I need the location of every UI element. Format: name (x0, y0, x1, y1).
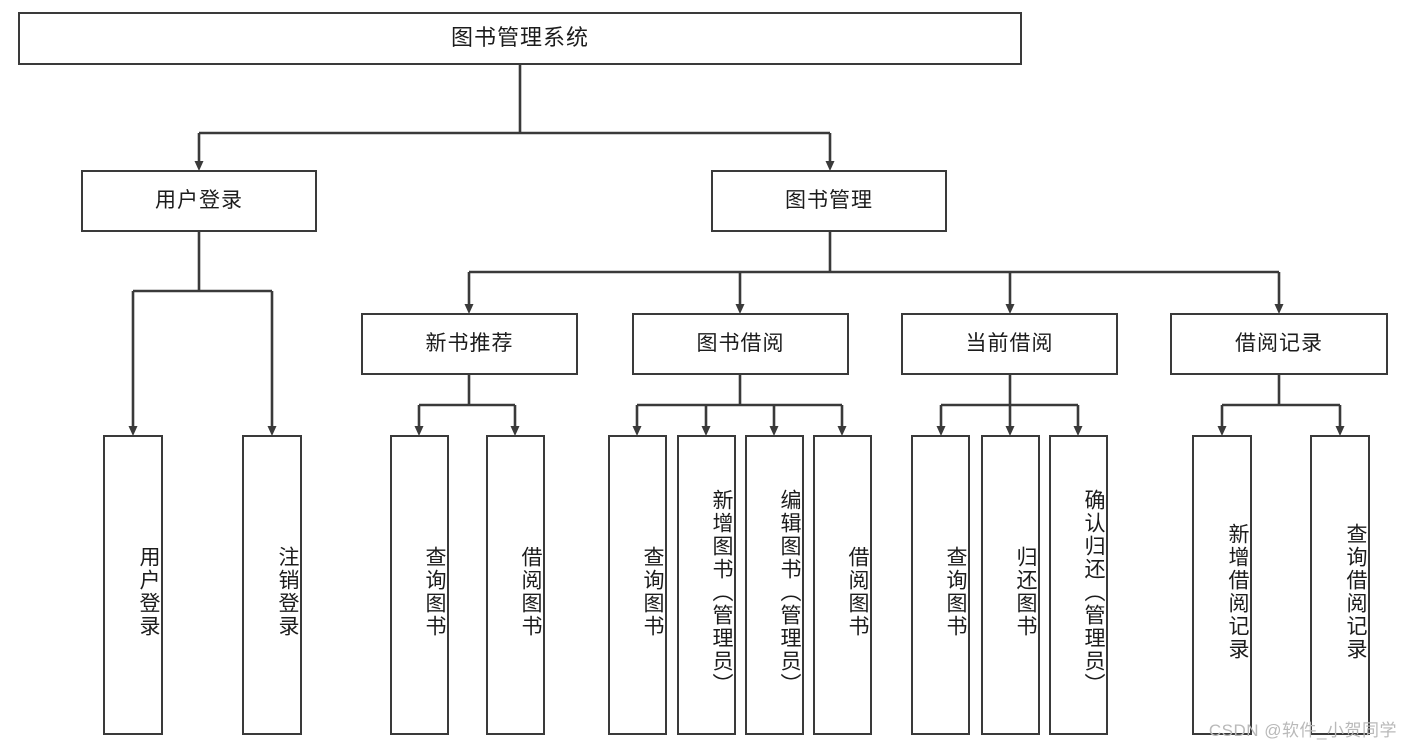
leaf-new-book-borrow[interactable]: 借阅图书 (486, 435, 545, 735)
node-current-borrow[interactable]: 当前借阅 (901, 313, 1118, 375)
leaf-label: 新增图书（管理员） (710, 488, 733, 696)
leaf-current-borrow-return[interactable]: 归还图书 (981, 435, 1040, 735)
leaf-user-login-logout[interactable]: 注销登录 (242, 435, 302, 735)
leaf-label: 用户登录 (137, 546, 160, 638)
node-book-borrow[interactable]: 图书借阅 (632, 313, 849, 375)
leaf-label: 编辑图书（管理员） (778, 488, 801, 696)
leaf-label: 确认归还（管理员） (1082, 488, 1105, 696)
node-root-system[interactable]: 图书管理系统 (18, 12, 1022, 65)
leaf-label: 注销登录 (276, 546, 299, 638)
node-new-book-recommend[interactable]: 新书推荐 (361, 313, 578, 375)
leaf-book-borrow-edit[interactable]: 编辑图书（管理员） (745, 435, 804, 735)
leaf-borrow-record-add[interactable]: 新增借阅记录 (1192, 435, 1252, 735)
leaf-current-borrow-query[interactable]: 查询图书 (911, 435, 970, 735)
leaf-user-login-login[interactable]: 用户登录 (103, 435, 163, 735)
node-user-login[interactable]: 用户登录 (81, 170, 317, 232)
leaf-book-borrow-query[interactable]: 查询图书 (608, 435, 667, 735)
leaf-book-borrow-add[interactable]: 新增图书（管理员） (677, 435, 736, 735)
leaf-book-borrow-borrow[interactable]: 借阅图书 (813, 435, 872, 735)
leaf-new-book-query[interactable]: 查询图书 (390, 435, 449, 735)
leaf-label: 借阅图书 (519, 546, 542, 638)
node-borrow-record[interactable]: 借阅记录 (1170, 313, 1388, 375)
leaf-label: 查询图书 (423, 546, 446, 638)
node-book-management[interactable]: 图书管理 (711, 170, 947, 232)
csdn-watermark: CSDN @软件_小贺同学 (1208, 721, 1397, 740)
leaf-label: 查询借阅记录 (1344, 523, 1367, 661)
leaf-label: 新增借阅记录 (1226, 523, 1249, 661)
leaf-label: 查询图书 (944, 546, 967, 638)
leaf-label: 借阅图书 (846, 546, 869, 638)
leaf-label: 归还图书 (1014, 546, 1037, 638)
leaf-label: 查询图书 (641, 546, 664, 638)
leaf-borrow-record-query[interactable]: 查询借阅记录 (1310, 435, 1370, 735)
leaf-current-borrow-confirm[interactable]: 确认归还（管理员） (1049, 435, 1108, 735)
